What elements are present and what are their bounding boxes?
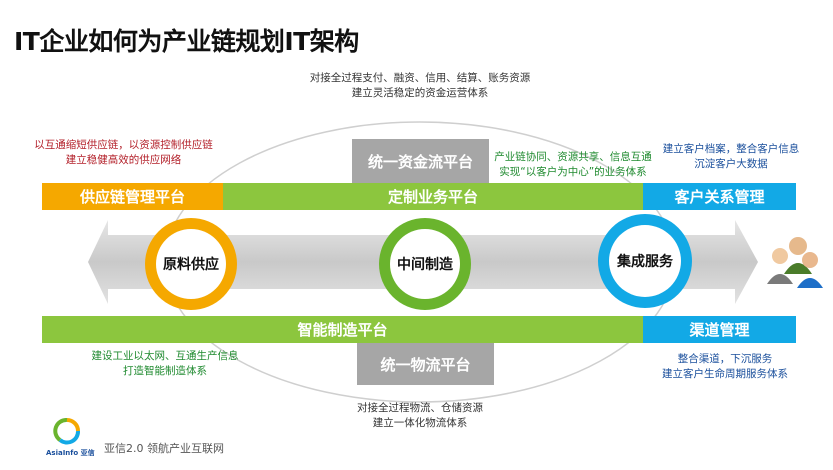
center-note-line1: 产业链协同、资源共享、信息互通 bbox=[494, 151, 652, 163]
footer-slogan: 亚信2.0 领航产业互联网 bbox=[104, 442, 224, 455]
right-bottom-note-line1: 整合渠道，下沉服务 bbox=[677, 353, 773, 365]
page-title: IT企业如何为产业链规划IT架构 bbox=[14, 27, 359, 56]
customer-relationship-bar: 客户关系管理 bbox=[643, 183, 796, 210]
raw-material-circle: 原料供应 bbox=[145, 218, 237, 310]
left-bottom-note-line2: 打造智能制造体系 bbox=[123, 365, 207, 377]
logo-text: AsiaInfo 亚信 bbox=[46, 449, 95, 457]
top-note-line2: 建立灵活稳定的资金运营体系 bbox=[351, 87, 489, 99]
custom-business-platform-bar: 定制业务平台 bbox=[223, 183, 643, 210]
bottom-note-line2: 建立一体化物流体系 bbox=[372, 417, 468, 429]
bottom-note-line1: 对接全过程物流、仓储资源 bbox=[357, 402, 483, 414]
bottom-note: 对接全过程物流、仓储资源 建立一体化物流体系 bbox=[330, 401, 510, 431]
logistics-platform-box: 统一物流平台 bbox=[357, 343, 494, 385]
asiainfo-logo-icon bbox=[53, 418, 80, 445]
left-top-note-line2: 建立稳健高效的供应网络 bbox=[65, 154, 182, 166]
channel-management-bar: 渠道管理 bbox=[643, 316, 796, 343]
funds-flow-platform-box: 统一资金流平台 bbox=[352, 139, 489, 183]
right-bottom-note-line2: 建立客户生命周期服务体系 bbox=[662, 368, 788, 380]
smart-manufacturing-platform-bar: 智能制造平台 bbox=[42, 316, 643, 343]
right-top-note-line2: 沉淀客户大数据 bbox=[694, 158, 768, 170]
manufacturing-circle: 中间制造 bbox=[379, 218, 471, 310]
top-note-line1: 对接全过程支付、融资、信用、结算、账务资源 bbox=[309, 72, 531, 84]
left-bottom-note: 建设工业以太网、互通生产信息 打造智能制造体系 bbox=[70, 349, 260, 379]
right-top-note-line1: 建立客户档案，整合客户信息 bbox=[662, 143, 800, 155]
top-note: 对接全过程支付、融资、信用、结算、账务资源 建立灵活稳定的资金运营体系 bbox=[290, 71, 550, 101]
integrated-service-circle: 集成服务 bbox=[598, 214, 692, 308]
right-top-note: 建立客户档案，整合客户信息 沉淀客户大数据 bbox=[651, 142, 811, 172]
center-note: 产业链协同、资源共享、信息互通 实现“以客户为中心”的业务体系 bbox=[489, 150, 657, 180]
manufacturing-label: 中间制造 bbox=[390, 229, 460, 299]
left-bottom-note-line1: 建设工业以太网、互通生产信息 bbox=[91, 350, 239, 362]
supply-chain-platform-bar: 供应链管理平台 bbox=[42, 183, 223, 210]
center-note-line2: 实现“以客户为中心”的业务体系 bbox=[499, 166, 647, 178]
integrated-service-label: 集成服务 bbox=[609, 225, 681, 297]
raw-material-label: 原料供应 bbox=[156, 229, 226, 299]
right-bottom-note: 整合渠道，下沉服务 建立客户生命周期服务体系 bbox=[645, 352, 805, 382]
left-top-note-line1: 以互通缩短供应链，以资源控制供应链 bbox=[34, 139, 213, 151]
people-group-icon bbox=[767, 237, 823, 288]
left-top-note: 以互通缩短供应链，以资源控制供应链 建立稳健高效的供应网络 bbox=[16, 138, 231, 168]
